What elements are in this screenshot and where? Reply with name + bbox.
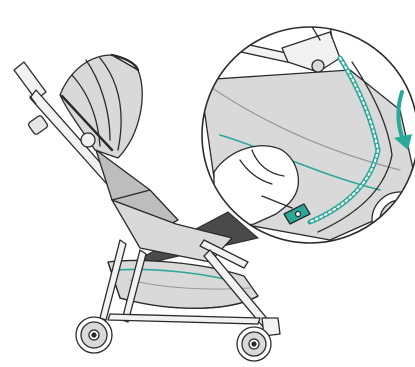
front-wheel bbox=[76, 317, 112, 353]
detail-inset bbox=[200, 14, 415, 248]
lower-crossbar bbox=[108, 314, 260, 324]
canopy-hinge bbox=[81, 133, 95, 147]
rear-wheel bbox=[237, 318, 280, 361]
